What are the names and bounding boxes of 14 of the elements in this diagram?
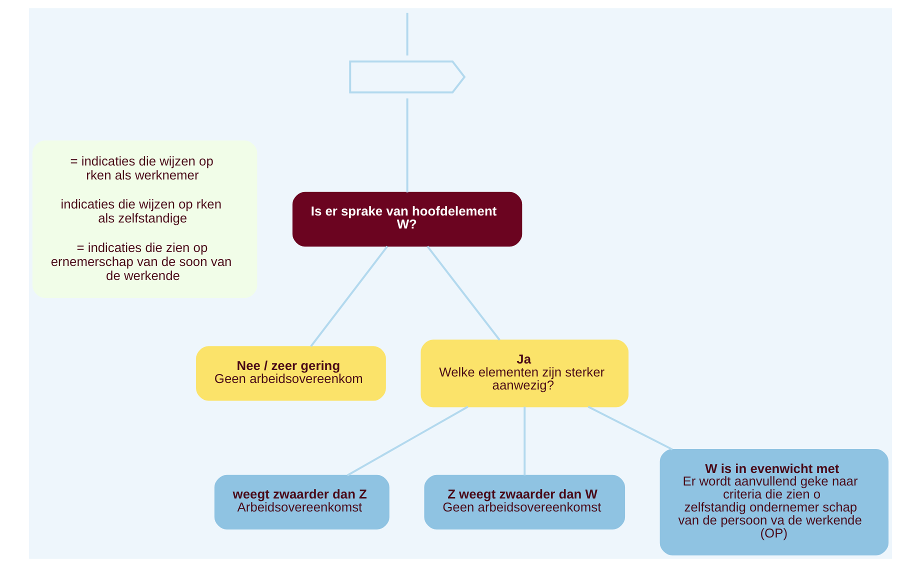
node-box: Nee / zeer gering Geen arbeidsovereenkom [196,346,386,401]
connector [346,406,468,476]
node-box: W is in evenwicht met Er wordt aanvullend geke naar criteria die zien o zelfstandig ondernemer schap van de persoon va de werkende (OP) [660,449,889,556]
connector [426,246,500,341]
connector [406,98,408,192]
node-box: Z weegt zwaarder dan W Geen arbeidsovereenkomst [424,474,626,530]
connector [406,12,408,56]
connector [524,406,526,476]
connector [310,246,388,347]
connector [588,406,673,450]
node-box: weegt zwaarder dan Z Arbeidsovereenkomst [214,474,390,530]
node-signpost [349,60,466,94]
node-box: Ja Welke elementen zijn sterker aanwezig? [420,340,629,408]
node-box: Is er sprake van hoofdelement W? [292,192,522,247]
